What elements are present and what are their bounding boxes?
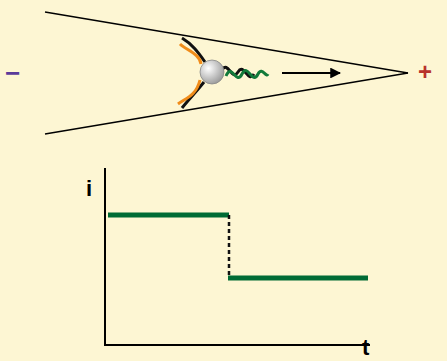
electrode-sign: + — [418, 60, 432, 84]
pipette-wall — [45, 12, 408, 73]
current-trace — [108, 213, 229, 218]
dna-strand — [226, 71, 268, 78]
axis-label: t — [362, 337, 369, 359]
step-drop — [228, 215, 231, 278]
bead — [200, 60, 224, 84]
current-trace — [228, 276, 368, 281]
axis-label: i — [86, 178, 92, 200]
dna-strand — [178, 80, 200, 104]
dna-strand — [182, 38, 205, 62]
dna-strand — [180, 44, 201, 64]
motion-arrow — [282, 72, 340, 74]
x-axis — [104, 344, 370, 346]
y-axis — [104, 168, 106, 346]
pipette-wall — [45, 73, 408, 134]
electrode-sign: − — [5, 60, 20, 86]
